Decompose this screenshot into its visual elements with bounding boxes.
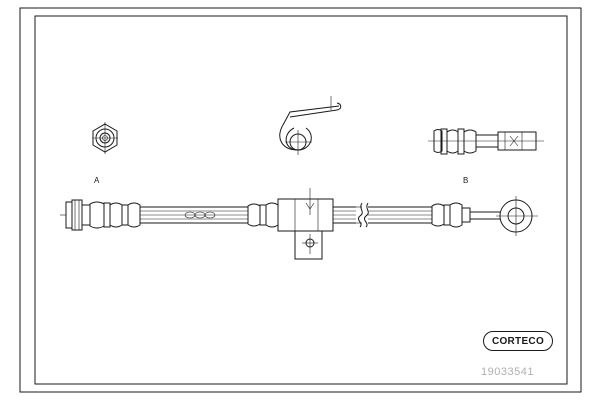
- outer-frame: [19, 7, 582, 393]
- corteco-logo: CORTECO: [483, 331, 553, 351]
- inner-frame: [34, 15, 568, 385]
- view-b-fitting: [428, 128, 544, 155]
- view-b-label: B: [463, 176, 469, 185]
- clip-detail: [279, 96, 342, 155]
- hose-assembly: [60, 188, 538, 260]
- part-number: 19033541: [481, 366, 534, 378]
- view-a-hex-nut: [92, 122, 118, 154]
- view-a-label: A: [94, 176, 100, 185]
